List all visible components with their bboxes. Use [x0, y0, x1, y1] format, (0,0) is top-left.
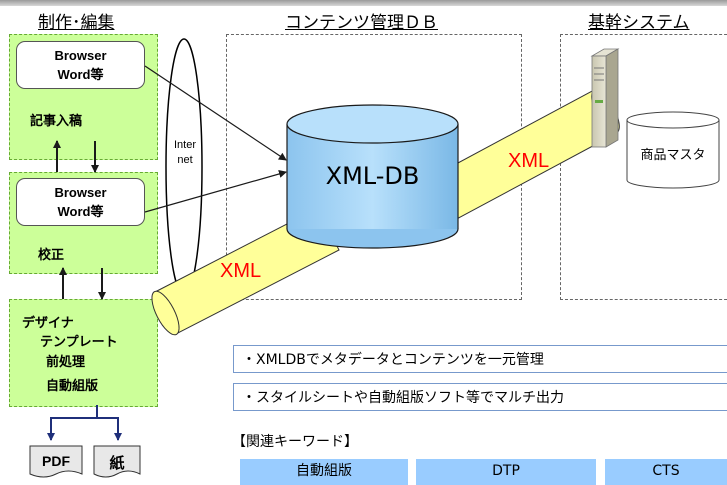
browser-word-box-1-line2: Word等	[57, 67, 104, 82]
production-section-title: 制作･編集	[38, 13, 115, 33]
browser-word-box-1-line1: Browser	[54, 48, 107, 63]
pdf-document-shape	[29, 445, 83, 478]
designer-label: デザイナ	[22, 315, 74, 330]
designer-task-autotypeset: 自動組版	[46, 378, 99, 393]
content-db-section-title: コンテンツ管理ＤＢ	[285, 13, 438, 33]
summary-point-1: ・XMLDBでメタデータとコンテンツを一元管理	[233, 345, 727, 373]
pdf-output-label: PDF	[42, 453, 70, 469]
keyword-dtp[interactable]: DTP	[416, 459, 596, 485]
arrow-to-pdf	[47, 405, 98, 441]
arrow-to-paper	[97, 417, 122, 441]
xml-db-cylinder	[286, 104, 459, 249]
paper-document-shape	[93, 445, 141, 478]
arrow-browser1-to-db	[144, 65, 287, 161]
keywords-heading: 【関連キーワード】	[232, 434, 358, 450]
core-system-region	[560, 34, 727, 300]
top-gradient-bar	[0, 0, 727, 6]
keyword-auto-typesetting[interactable]: 自動組版	[240, 459, 408, 485]
browser-word-box-2-line1: Browser	[54, 185, 107, 200]
proofing-label: 校正	[38, 247, 65, 262]
arrow-browser2-to-db	[144, 170, 287, 213]
browser-word-box-2-line2: Word等	[57, 204, 104, 219]
designer-task-preprocess: 前処理	[46, 354, 86, 369]
internet-label: Inter net	[173, 139, 196, 166]
browser-word-box-2: Browser Word等	[16, 178, 145, 226]
designer-task-template: テンプレート	[40, 334, 118, 349]
product-master-cylinder	[626, 111, 720, 189]
xml-db-label: XML-DB	[325, 162, 420, 190]
summary-point-2: ・スタイルシートや自動組版ソフト等でマルチ出力	[233, 383, 727, 411]
xml-pipe-upper-label: XML	[508, 150, 550, 172]
product-master-label: 商品マスタ	[640, 148, 706, 163]
xml-pipe-lower	[151, 207, 340, 336]
xml-pipe-lower-label: XML	[220, 260, 262, 282]
article-submission-label: 記事入稿	[30, 113, 83, 128]
keyword-cts[interactable]: CTS	[605, 459, 727, 485]
designer-stage-box	[9, 299, 158, 407]
browser-word-box-1: Browser Word等	[16, 41, 145, 89]
paper-output-label: 紙	[109, 454, 125, 472]
server-icon	[590, 48, 620, 148]
core-system-section-title: 基幹システム	[588, 13, 690, 33]
